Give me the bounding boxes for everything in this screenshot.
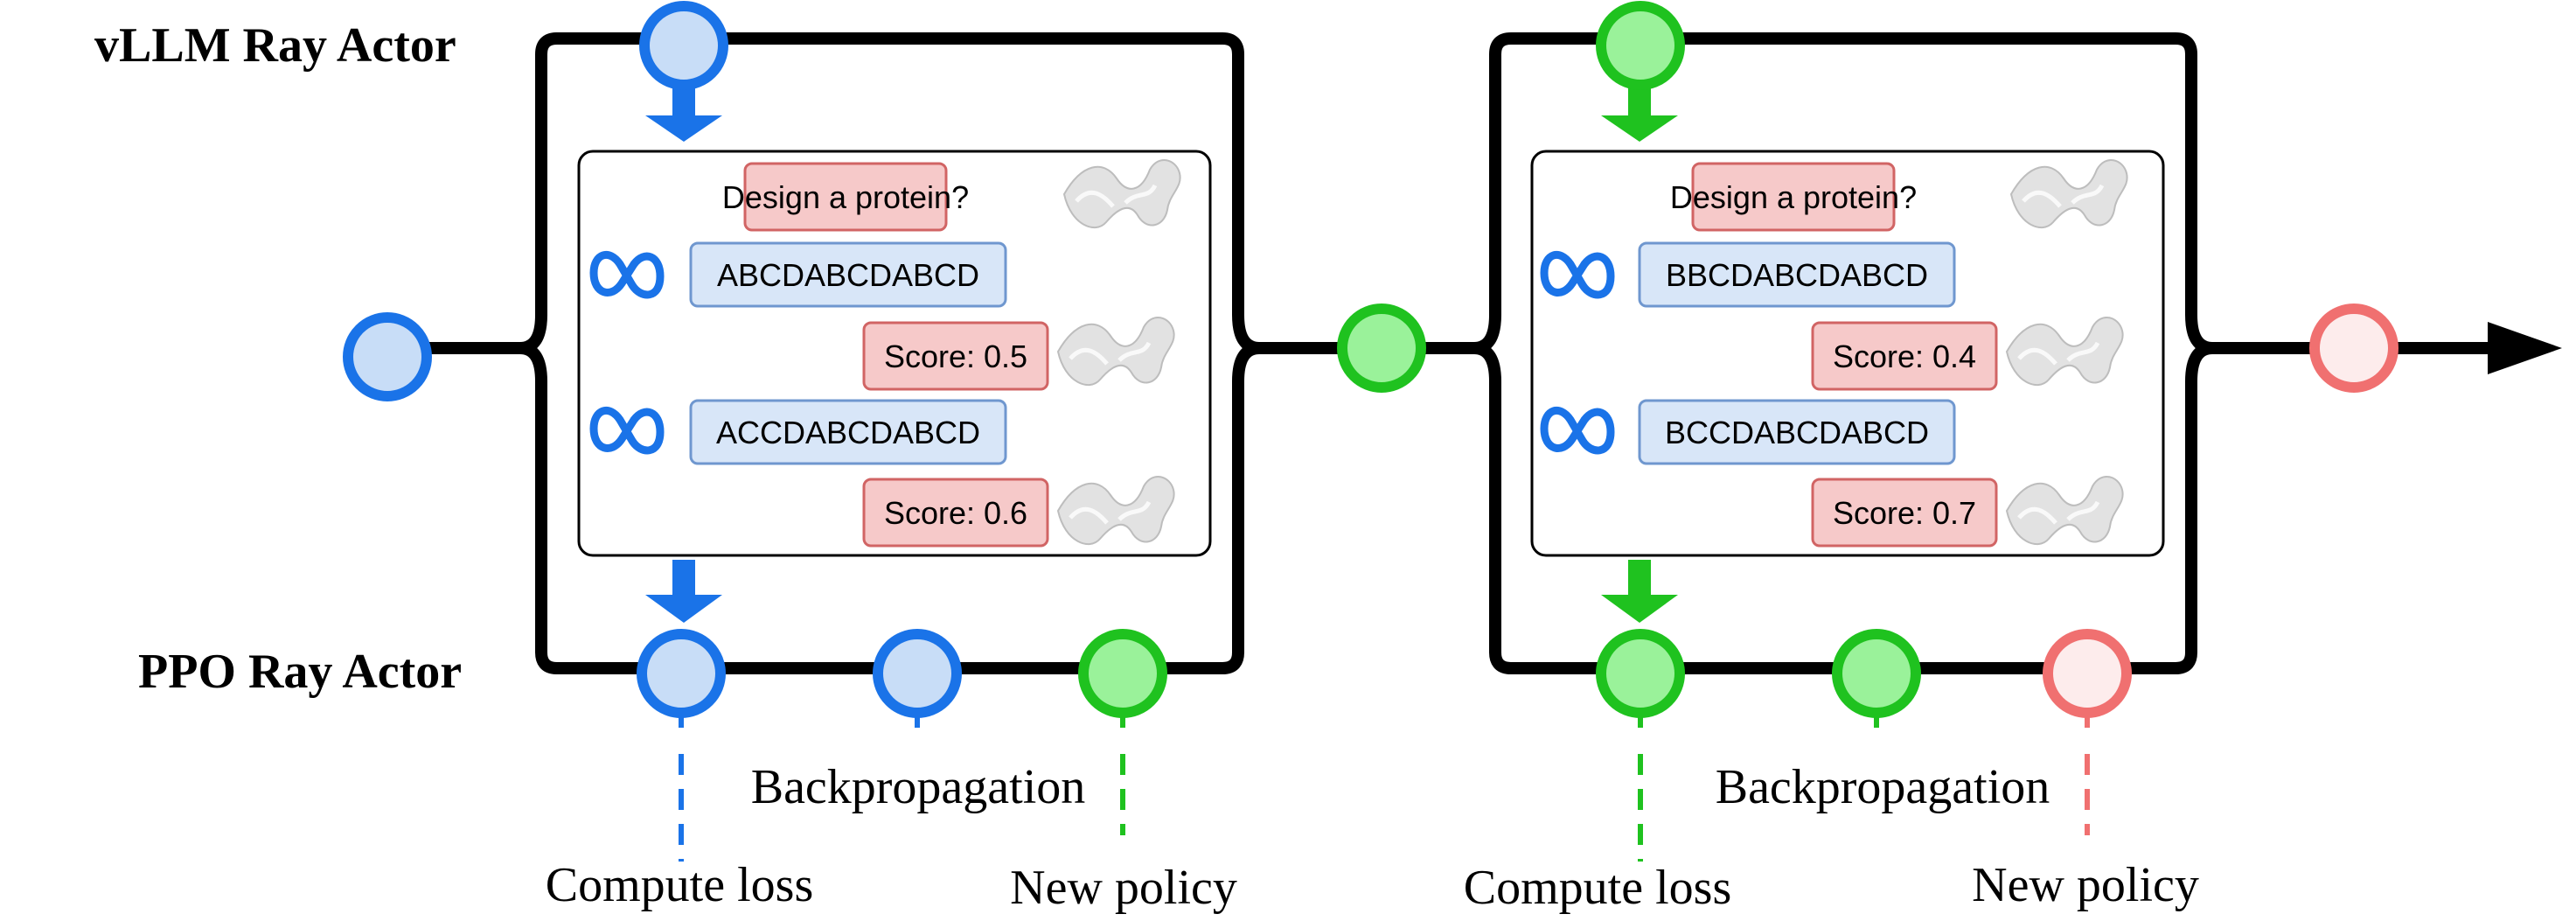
sequence-bubble	[689, 399, 1007, 465]
vllm-weights-node	[1596, 1, 1685, 90]
ppo-node	[1832, 629, 1921, 718]
new-policy-label: New policy	[1010, 861, 1237, 915]
ppo-node	[1078, 629, 1167, 718]
down-arrow	[645, 560, 722, 623]
sequence-bubble	[1638, 399, 1956, 465]
score-text: Score: 0.5	[884, 338, 1027, 374]
down-arrow	[1601, 560, 1678, 623]
sequence-text: ACCDABCDABCD	[716, 415, 980, 450]
down-arrow	[645, 87, 722, 142]
ppo-actor-label: PPO Ray Actor	[138, 645, 462, 699]
ppo-node	[637, 629, 726, 718]
intermediate-node	[1337, 304, 1426, 393]
ppo-node	[1596, 629, 1685, 718]
sequence-text: BBCDABCDABCD	[1666, 257, 1928, 293]
ppo-node	[873, 629, 962, 718]
panel-1-content: Design a protein? ABCDABCDABCD Score: 0.…	[594, 160, 1180, 548]
prompt-text: Design a protein?	[722, 179, 969, 215]
output-node	[2309, 304, 2398, 393]
score-text: Score: 0.4	[1833, 338, 1976, 374]
score-text: Score: 0.6	[884, 495, 1027, 531]
score-bubble	[1811, 321, 1998, 391]
backprop-label: Backpropagation	[751, 760, 1086, 814]
output-arrowhead	[2488, 322, 2562, 374]
down-arrow	[1601, 87, 1678, 142]
prompt-bubble	[743, 162, 948, 232]
panel-2-content: Design a protein? BBCDABCDABCD Score: 0.…	[1544, 160, 2127, 548]
ppo-node	[2043, 629, 2132, 718]
score-text: Score: 0.7	[1833, 495, 1976, 531]
dashed-connectors	[679, 754, 2090, 862]
new-policy-label: New policy	[1972, 858, 2199, 912]
input-node	[343, 312, 432, 401]
sequence-text: BCCDABCDABCD	[1665, 415, 1929, 450]
prompt-text: Design a protein?	[1670, 179, 1917, 215]
prompt-bubble	[1691, 162, 1896, 232]
backprop-label: Backpropagation	[1716, 760, 2050, 814]
sequence-bubble	[1638, 241, 1956, 308]
compute-loss-label: Compute loss	[546, 858, 813, 912]
compute-loss-label: Compute loss	[1464, 861, 1731, 915]
sequence-text: ABCDABCDABCD	[717, 257, 979, 293]
vllm-weights-node	[639, 1, 728, 90]
score-bubble	[1811, 478, 1998, 548]
sequence-bubble	[689, 241, 1007, 308]
score-bubble	[862, 321, 1049, 391]
vllm-actor-label: vLLM Ray Actor	[94, 18, 456, 73]
score-bubble	[862, 478, 1049, 548]
